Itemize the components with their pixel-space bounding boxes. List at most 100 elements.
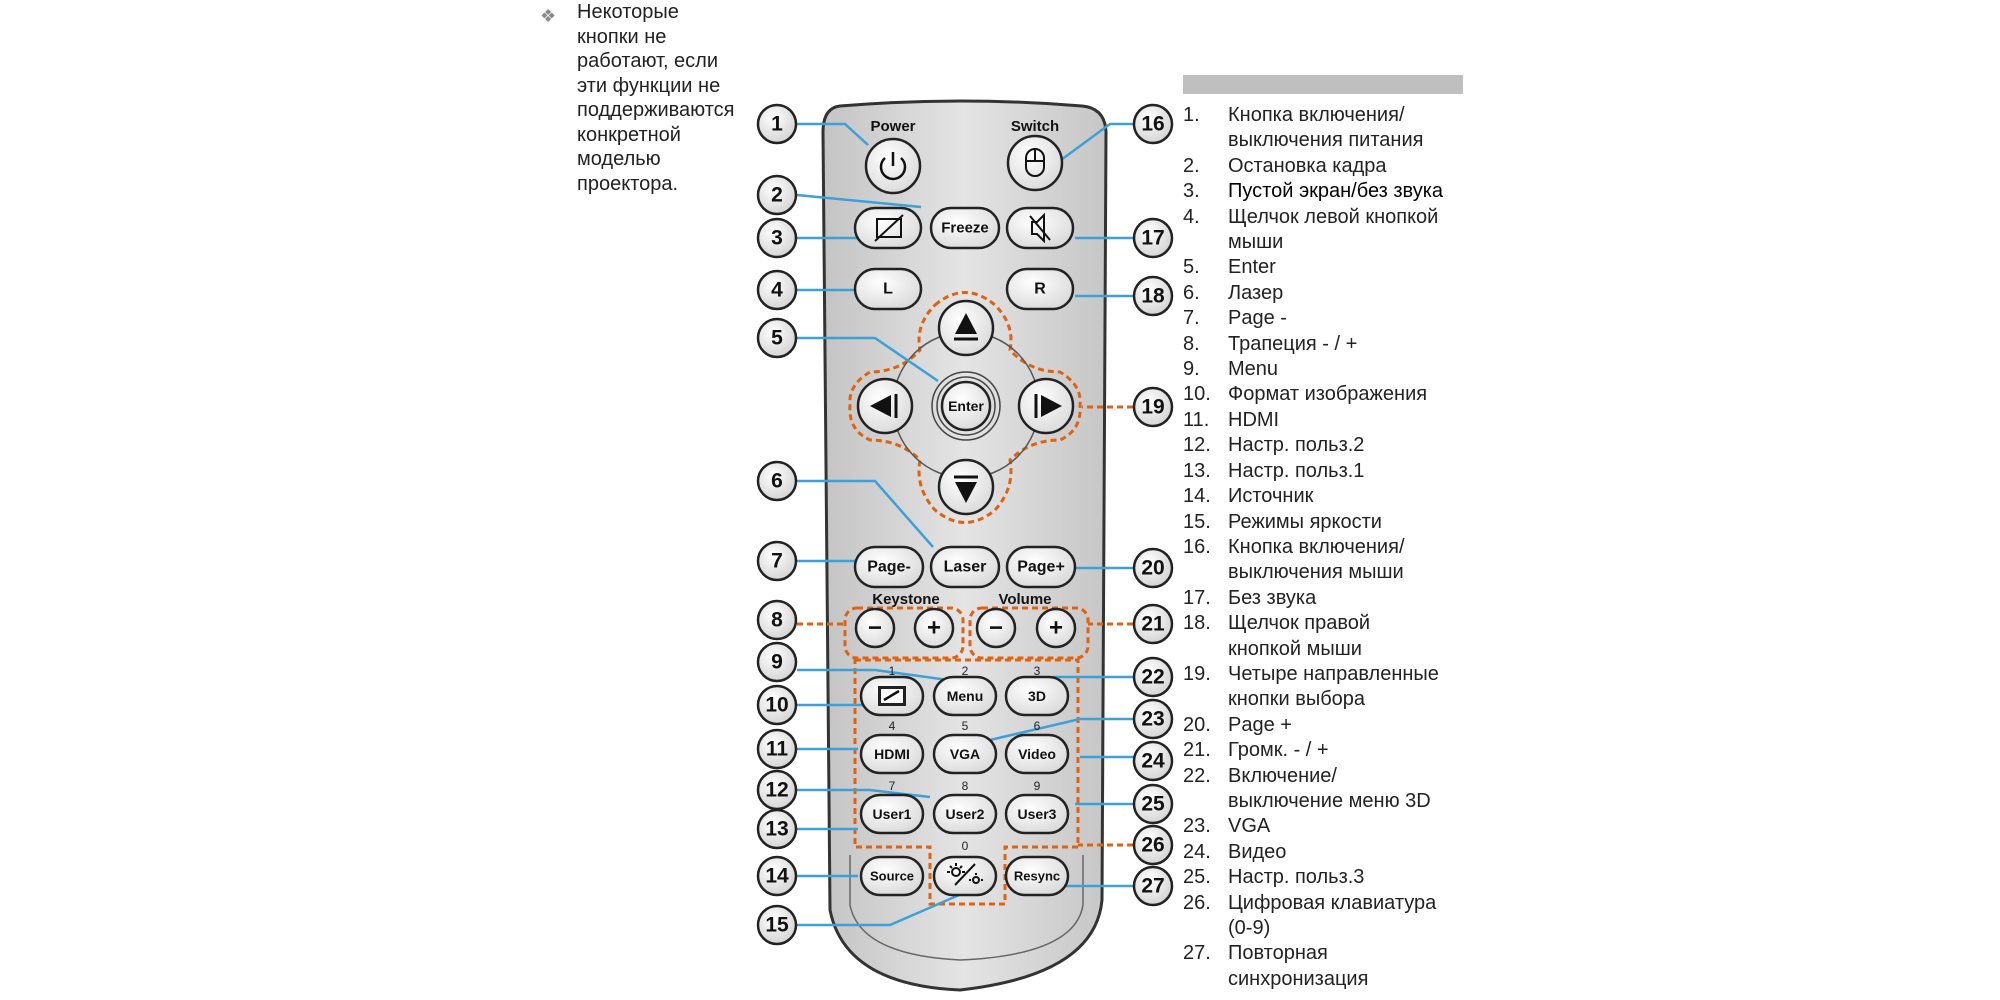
- right-arrow-icon: [1041, 395, 1062, 417]
- right-button[interactable]: [1017, 377, 1075, 435]
- up-button[interactable]: [937, 299, 995, 357]
- svg-text:19: 19: [1141, 396, 1164, 419]
- digit-label: 6: [1034, 719, 1041, 733]
- svg-text:21: 21: [1141, 613, 1165, 636]
- down-button[interactable]: [937, 458, 995, 516]
- svg-text:22: 22: [1141, 666, 1164, 689]
- vga-button[interactable]: VGA: [932, 733, 998, 775]
- brightness-mode-button[interactable]: [932, 855, 998, 897]
- user1-label: User1: [873, 806, 912, 822]
- legend-text: Кнопка включения/ выключения питания: [1228, 104, 1424, 152]
- blank-screen-button[interactable]: [853, 206, 923, 250]
- legend-number: 18.: [1183, 612, 1211, 635]
- legend-text: Кнопка включения/ выключения мыши: [1228, 535, 1405, 584]
- legend-item: 13.Настр. польз.1: [1183, 459, 1503, 484]
- freeze-button[interactable]: Freeze: [929, 206, 1001, 250]
- left-click-label: L: [883, 281, 893, 298]
- keystone-minus-label: −: [868, 615, 882, 642]
- page-minus-label: Page-: [867, 559, 911, 576]
- legend-item: 19.Четыре направленные кнопки выбора: [1183, 662, 1503, 713]
- callout-23: 23: [1132, 698, 1174, 740]
- legend-number: 15.: [1183, 510, 1211, 533]
- digit-label: 4: [889, 719, 896, 733]
- legend-number: 4.: [1183, 205, 1200, 228]
- legend-number: 24.: [1183, 840, 1211, 863]
- mouse-switch-button[interactable]: [1006, 134, 1064, 192]
- legend-text: VGA: [1228, 815, 1271, 838]
- page-plus-button[interactable]: Page+: [1005, 545, 1077, 589]
- video-label: Video: [1018, 746, 1056, 762]
- callout-19: 19: [1132, 386, 1174, 428]
- legend-number: 17.: [1183, 586, 1211, 609]
- switch-label: Switch: [1011, 118, 1059, 135]
- legend-text: Остановка кадра: [1228, 154, 1387, 177]
- left-click-button[interactable]: L: [853, 267, 923, 311]
- legend-number: 7.: [1183, 307, 1200, 330]
- mute-button[interactable]: [1005, 206, 1075, 250]
- power-button[interactable]: [864, 137, 922, 195]
- 3d-button[interactable]: 3D: [1004, 675, 1070, 717]
- callout-10: 10: [756, 684, 798, 726]
- video-button[interactable]: Video: [1004, 733, 1070, 775]
- legend-item: 25.Настр. польз.3: [1183, 865, 1503, 890]
- legend-item: 12.Настр. польз.2: [1183, 433, 1503, 458]
- source-button[interactable]: Source: [859, 855, 925, 897]
- legend-text: Включение/ выключение меню 3D: [1228, 764, 1431, 812]
- menu-label: Menu: [947, 688, 984, 704]
- enter-button[interactable]: Enter: [931, 371, 1001, 441]
- left-button[interactable]: [856, 377, 914, 435]
- legend-number: 3.: [1183, 180, 1200, 203]
- mute-icon: [1029, 212, 1051, 244]
- keystone-outline: [843, 606, 965, 660]
- svg-text:9: 9: [771, 651, 783, 674]
- page-plus-label: Page+: [1017, 559, 1065, 576]
- page-minus-button[interactable]: Page-: [853, 545, 925, 589]
- keystone-plus-button[interactable]: +: [913, 607, 955, 649]
- user1-button[interactable]: User1: [859, 793, 925, 835]
- user3-button[interactable]: User3: [1004, 793, 1070, 835]
- legend-number: 13.: [1183, 459, 1211, 482]
- legend-number: 14.: [1183, 485, 1211, 508]
- legend-text: Пустой экран/без звука: [1228, 180, 1444, 203]
- laser-button[interactable]: Laser: [929, 545, 1001, 589]
- right-click-button[interactable]: R: [1005, 267, 1075, 311]
- right-click-label: R: [1034, 281, 1046, 298]
- digit-label: 8: [962, 779, 969, 793]
- volume-plus-button[interactable]: +: [1035, 607, 1077, 649]
- legend-item: 4.Щелчок левой кнопкой мыши: [1183, 205, 1503, 256]
- up-arrow-icon: [955, 313, 977, 334]
- legend-item: 27.Повторная синхронизация: [1183, 941, 1503, 992]
- callout-13: 13: [756, 808, 798, 850]
- menu-button[interactable]: Menu: [932, 675, 998, 717]
- volume-minus-button[interactable]: −: [975, 607, 1017, 649]
- digit-label: 2: [962, 664, 969, 678]
- aspect-ratio-button[interactable]: [859, 675, 925, 717]
- user2-button[interactable]: User2: [932, 793, 998, 835]
- digit-label: 0: [962, 839, 969, 853]
- svg-text:2: 2: [771, 184, 783, 207]
- callout-16: 16: [1132, 103, 1174, 145]
- callout-5: 5: [756, 317, 798, 359]
- legend-item: 15.Режимы яркости: [1183, 510, 1503, 535]
- callout-4: 4: [756, 269, 798, 311]
- callout-15: 15: [756, 904, 798, 946]
- keystone-minus-button[interactable]: −: [854, 607, 896, 649]
- callout-27: 27: [1132, 865, 1174, 907]
- enter-label: Enter: [948, 398, 984, 414]
- hdmi-button[interactable]: HDMI: [859, 733, 925, 775]
- legend-text: Громк. - / +: [1228, 739, 1329, 762]
- legend-number: 26.: [1183, 891, 1211, 914]
- digit-label: 1: [889, 664, 896, 678]
- bullet-icon: ❖: [540, 6, 557, 26]
- legend-number: 19.: [1183, 662, 1211, 685]
- callout-1: 1: [756, 103, 798, 145]
- legend-number: 27.: [1183, 942, 1211, 965]
- remote-control-diagram: Power Switch Keystone Volume Freeze: [756, 99, 1174, 992]
- svg-text:4: 4: [771, 279, 783, 302]
- resync-button[interactable]: Resync: [1004, 855, 1070, 897]
- legend-item: 8.Трапеция - / +: [1183, 332, 1503, 357]
- callout-3: 3: [756, 217, 798, 259]
- callout-24: 24: [1132, 740, 1174, 782]
- legend-text: Щелчок правой кнопкой мыши: [1228, 612, 1371, 660]
- svg-text:17: 17: [1141, 227, 1164, 250]
